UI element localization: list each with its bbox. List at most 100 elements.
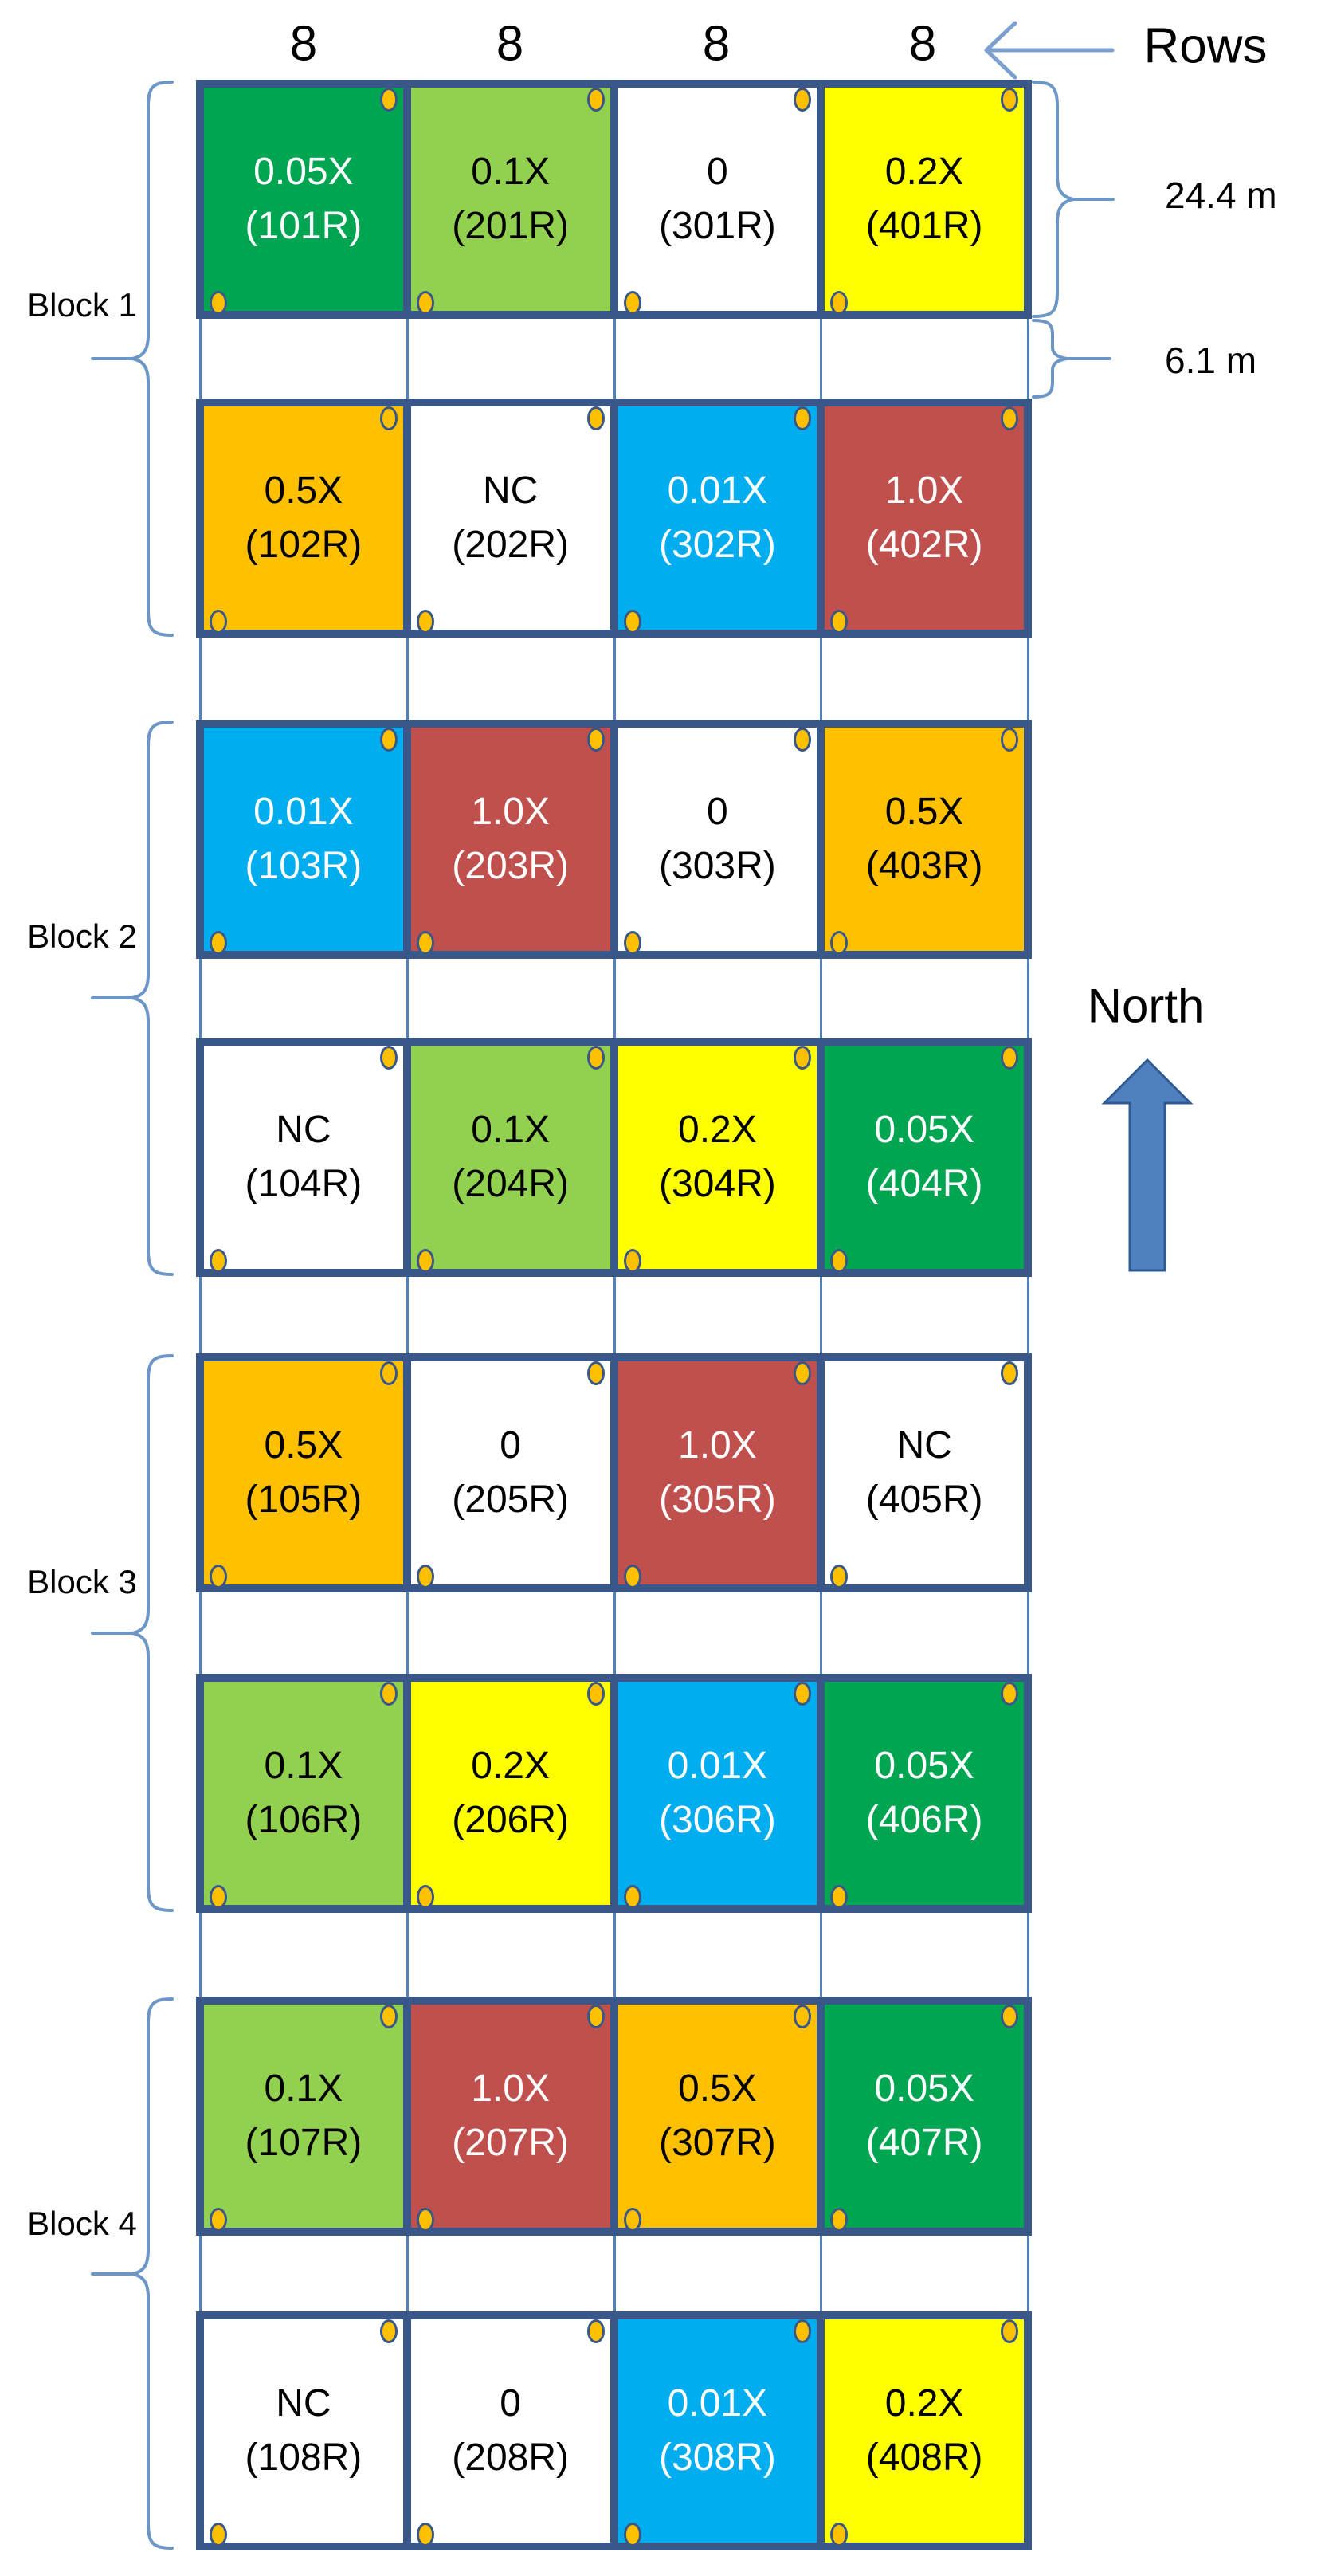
- plot-105R: 0.5X (105R): [204, 1361, 403, 1588]
- plot-treatment: 0.5X: [264, 469, 343, 512]
- plot-treatment: NC: [896, 1424, 952, 1467]
- plot-id: (305R): [659, 1478, 776, 1521]
- plot-label: 0.01X (302R): [659, 464, 776, 572]
- plot-treatment: 1.0X: [471, 791, 550, 833]
- plot-corner-marker-icon: [1001, 1361, 1018, 1385]
- plot-label: 0.5X (403R): [866, 785, 983, 893]
- plot-107R: 0.1X (107R): [204, 2005, 403, 2232]
- plot-label: 0.2X (408R): [866, 2377, 983, 2485]
- plot-label: 0.1X (107R): [245, 2062, 363, 2170]
- plot-corner-marker-icon: [379, 2319, 398, 2343]
- plot-202R: NC (202R): [402, 406, 610, 634]
- plot-id: (207R): [452, 2122, 569, 2164]
- plot-id: (406R): [865, 1799, 983, 1841]
- plot-corner-marker-icon: [586, 406, 605, 430]
- plot-row-7: 0.1X (107R) 1.0X (207R) 0.5X (307R) 0.05…: [196, 1997, 1032, 2236]
- plot-307R: 0.5X (307R): [610, 2005, 817, 2232]
- plot-label: 0.1X (201R): [452, 145, 569, 253]
- plot-treatment: 0.01X: [667, 469, 768, 512]
- plot-id: (205R): [452, 1478, 569, 1521]
- rows-label: Rows: [1143, 18, 1268, 74]
- plot-id: (101R): [245, 205, 363, 247]
- plot-label: 1.0X (305R): [659, 1419, 776, 1527]
- plot-id: (306R): [659, 1799, 776, 1841]
- plot-corner-marker-icon: [830, 2523, 849, 2547]
- plot-treatment: 0.1X: [264, 1745, 343, 1787]
- plot-label: 0.5X (105R): [245, 1419, 363, 1527]
- plot-id: (401R): [865, 205, 983, 247]
- tree-row-line: [1026, 80, 1029, 2550]
- plot-corner-marker-icon: [379, 406, 398, 430]
- plot-treatment: 0.5X: [264, 1424, 343, 1467]
- plot-id: (405R): [865, 1478, 983, 1521]
- north-arrow-icon: [1101, 1058, 1194, 1272]
- plot-corner-marker-icon: [210, 931, 227, 955]
- plot-corner-marker-icon: [830, 1249, 849, 1273]
- plot-label: 1.0X (203R): [452, 785, 569, 893]
- plot-corner-marker-icon: [830, 1885, 849, 1909]
- plot-corner-marker-icon: [1001, 2005, 1018, 2028]
- plot-corner-marker-icon: [623, 610, 641, 634]
- plot-404R: 0.05X (404R): [817, 1046, 1024, 1273]
- plot-label: 0.2X (304R): [659, 1103, 776, 1211]
- plot-corner-marker-icon: [210, 1249, 227, 1273]
- plot-label: 1.0X (402R): [866, 464, 983, 572]
- plot-306R: 0.01X (306R): [610, 1682, 817, 1909]
- plot-label: 0.05X (404R): [866, 1103, 983, 1211]
- plot-row-5: 0.5X (105R) 0 (205R) 1.0X (305R) NC (405…: [196, 1353, 1032, 1592]
- plot-204R: 0.1X (204R): [402, 1046, 610, 1273]
- plot-405R: NC (405R): [817, 1361, 1024, 1588]
- plot-id: (106R): [245, 1799, 363, 1841]
- plot-corner-marker-icon: [586, 2319, 605, 2343]
- plot-length-brace: [1032, 80, 1115, 318]
- plot-treatment: 0.1X: [471, 151, 550, 193]
- plot-104R: NC (104R): [204, 1046, 403, 1273]
- plot-label: 0 (205R): [452, 1419, 569, 1527]
- plot-treatment: 0.2X: [884, 151, 964, 193]
- block-1-label: Block 1: [27, 286, 137, 324]
- plot-corner-marker-icon: [623, 1885, 641, 1909]
- plot-treatment: 0.5X: [678, 2067, 757, 2110]
- plot-treatment: 0.2X: [884, 2382, 964, 2425]
- plot-treatment: 0.2X: [678, 1109, 757, 1151]
- plot-302R: 0.01X (302R): [610, 406, 817, 634]
- block-2-brace: [91, 721, 174, 1276]
- plot-corner-marker-icon: [1001, 728, 1018, 752]
- plot-treatment: 0.01X: [667, 1745, 768, 1787]
- plot-treatment: 0.5X: [884, 791, 964, 833]
- plot-corner-marker-icon: [623, 1565, 641, 1588]
- plot-106R: 0.1X (106R): [204, 1682, 403, 1909]
- plot-406R: 0.05X (406R): [817, 1682, 1024, 1909]
- plot-407R: 0.05X (407R): [817, 2005, 1024, 2232]
- plot-108R: NC (108R): [204, 2319, 403, 2547]
- plot-304R: 0.2X (304R): [610, 1046, 817, 1273]
- plot-corner-marker-icon: [379, 88, 398, 112]
- plot-id: (103R): [245, 845, 363, 887]
- plot-label: 0.1X (106R): [245, 1739, 363, 1848]
- plot-corner-marker-icon: [586, 2005, 605, 2028]
- plot-label: 0.05X (406R): [866, 1739, 983, 1848]
- plot-row-6: 0.1X (106R) 0.2X (206R) 0.01X (306R) 0.0…: [196, 1674, 1032, 1913]
- plot-corner-marker-icon: [794, 1046, 812, 1070]
- plot-corner-marker-icon: [586, 88, 605, 112]
- block-2-label: Block 2: [27, 917, 137, 955]
- plot-label: 0.05X (101R): [245, 145, 363, 253]
- plot-treatment: 0: [707, 151, 728, 193]
- plot-corner-marker-icon: [623, 931, 641, 955]
- plot-treatment: 0.05X: [874, 2067, 974, 2110]
- plot-corner-marker-icon: [586, 1682, 605, 1706]
- plot-corner-marker-icon: [379, 1682, 398, 1706]
- plot-label: 0.01X (306R): [659, 1739, 776, 1848]
- plot-treatment: 0.05X: [253, 151, 354, 193]
- plot-corner-marker-icon: [586, 1046, 605, 1070]
- plot-id: (108R): [245, 2437, 363, 2479]
- plot-203R: 1.0X (203R): [402, 728, 610, 955]
- plot-corner-marker-icon: [379, 728, 398, 752]
- plot-corner-marker-icon: [586, 728, 605, 752]
- plot-id: (107R): [245, 2122, 363, 2164]
- plot-label: 0.5X (307R): [659, 2062, 776, 2170]
- plot-corner-marker-icon: [794, 2005, 812, 2028]
- plot-row-2: 0.5X (102R) NC (202R) 0.01X (302R) 1.0X …: [196, 399, 1032, 638]
- plot-408R: 0.2X (408R): [817, 2319, 1024, 2547]
- plot-label: 0.1X (204R): [452, 1103, 569, 1211]
